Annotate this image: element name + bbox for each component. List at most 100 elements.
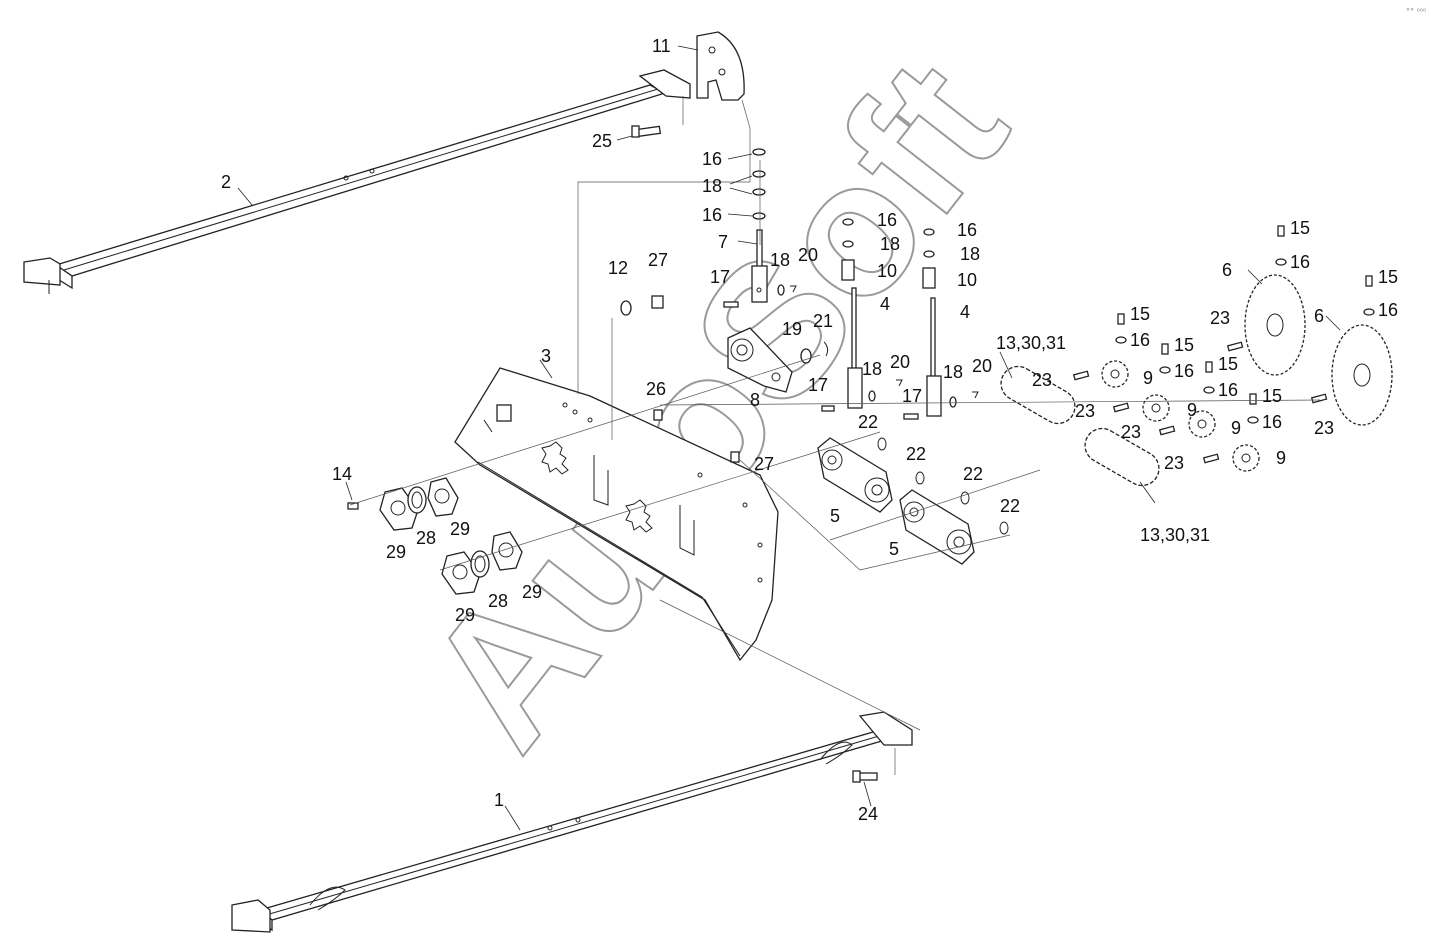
callout-6-right: 6 xyxy=(1314,306,1324,326)
callout-23-f: 23 xyxy=(1314,418,1334,438)
callout-28-upper: 28 xyxy=(416,528,436,548)
o-ring-part-22-c xyxy=(960,491,970,505)
callout-18-f: 18 xyxy=(943,362,963,382)
callout-15-a: 15 xyxy=(1290,218,1310,238)
callout-16-c: 16 xyxy=(877,210,897,230)
leader-lines xyxy=(237,45,1341,831)
callout-20-left: 20 xyxy=(798,245,818,265)
callout-22-a: 22 xyxy=(858,412,878,432)
callout-5-upper: 5 xyxy=(830,506,840,526)
callout-9-c: 9 xyxy=(1231,418,1241,438)
callout-22-c: 22 xyxy=(963,464,983,484)
chain-part-13-upper xyxy=(1000,365,1076,425)
callout-3: 3 xyxy=(541,346,551,366)
nut-part-19 xyxy=(800,348,812,364)
callout-15-f: 15 xyxy=(1262,386,1282,406)
large-sprocket-part-6-right xyxy=(1331,324,1393,426)
main-plate-part-3 xyxy=(454,367,779,662)
callout-6-left: 6 xyxy=(1222,260,1232,280)
callout-17-right: 17 xyxy=(902,386,922,406)
tensioner-plate-part-5-upper xyxy=(817,437,893,513)
callout-7: 7 xyxy=(718,232,728,252)
callout-10-left: 10 xyxy=(877,261,897,281)
callout-14: 14 xyxy=(332,464,352,484)
chain-part-13-lower xyxy=(1084,427,1160,487)
callout-22-b: 22 xyxy=(906,444,926,464)
callout-16-j: 16 xyxy=(1262,412,1282,432)
callout-24: 24 xyxy=(858,804,878,824)
callout-9-d: 9 xyxy=(1276,448,1286,468)
bolt-part-25 xyxy=(631,125,662,138)
o-ring-part-22-b xyxy=(915,471,925,485)
pin-part-17-upper xyxy=(723,301,739,308)
callout-1: 1 xyxy=(494,790,504,810)
bearing-housing-part-29-lower-right xyxy=(491,531,523,571)
callout-20-mid: 20 xyxy=(890,352,910,372)
callout-23-c: 23 xyxy=(1121,422,1141,442)
callout-25: 25 xyxy=(592,131,612,151)
callout-16-i: 16 xyxy=(1218,380,1238,400)
callout-labels: 1 2 3 4 4 5 5 6 6 7 8 9 9 9 9 10 10 11 1… xyxy=(221,36,1398,824)
nut-part-18-left xyxy=(777,284,785,296)
callout-17-upper: 17 xyxy=(710,267,730,287)
callout-16-g: 16 xyxy=(1130,330,1150,350)
callout-18-a: 18 xyxy=(702,176,722,196)
bolt-part-14 xyxy=(347,502,359,510)
callout-5-lower: 5 xyxy=(889,539,899,559)
callout-16-f: 16 xyxy=(1378,300,1398,320)
callout-4-right: 4 xyxy=(960,302,970,322)
bolts-washers-part-15-16 xyxy=(1115,225,1375,424)
callout-16-e: 16 xyxy=(1290,252,1310,272)
sprocket-part-9-b xyxy=(1142,394,1170,422)
sprocket-part-9-a xyxy=(1101,360,1129,388)
washers-part-16-18-mid xyxy=(842,218,935,258)
bearing-part-28-lower xyxy=(470,550,490,578)
callout-11: 11 xyxy=(652,36,671,56)
callout-21: 21 xyxy=(813,311,833,331)
sprocket-part-9-d xyxy=(1232,444,1260,472)
callout-29-d: 29 xyxy=(522,582,542,602)
callout-23-a: 23 xyxy=(1032,370,1052,390)
callout-29-b: 29 xyxy=(450,519,470,539)
callout-20-right: 20 xyxy=(972,356,992,376)
bushing-part-10-left xyxy=(841,259,855,281)
callout-15-d: 15 xyxy=(1174,335,1194,355)
lower-beam-part-1 xyxy=(231,711,913,933)
circlip-part-21 xyxy=(823,341,829,357)
large-sprocket-part-6-left xyxy=(1244,274,1306,376)
callout-23-b: 23 xyxy=(1075,401,1095,421)
washer-stack-part-16-18-left xyxy=(752,148,766,220)
callout-15-b: 15 xyxy=(1378,267,1398,287)
bushing-part-10-right xyxy=(922,267,936,289)
hinge-plate-part-11 xyxy=(696,31,745,101)
callout-26: 26 xyxy=(646,379,666,399)
o-ring-part-22-a xyxy=(877,437,887,451)
callout-18-b: 18 xyxy=(770,250,790,270)
callout-13-30-31-upper: 13,30,31 xyxy=(996,333,1066,353)
callout-18-e: 18 xyxy=(862,359,882,379)
callout-13-30-31-lower: 13,30,31 xyxy=(1140,525,1210,545)
callout-8: 8 xyxy=(750,390,760,410)
callout-23-e: 23 xyxy=(1210,308,1230,328)
callout-18-d: 18 xyxy=(960,244,980,264)
callout-27-lower: 27 xyxy=(754,454,774,474)
bolt-part-24 xyxy=(852,770,878,783)
callout-28-lower: 28 xyxy=(488,591,508,611)
callout-12: 12 xyxy=(608,258,628,278)
callout-16-b: 16 xyxy=(702,205,722,225)
callout-15-e: 15 xyxy=(1218,354,1238,374)
nut-part-27-lower xyxy=(730,451,740,463)
small-hardware-part-17-18-20 xyxy=(821,379,979,420)
callout-16-h: 16 xyxy=(1174,361,1194,381)
bracket-part-8 xyxy=(727,327,793,393)
callout-29-c: 29 xyxy=(455,605,475,625)
cotter-part-20-left xyxy=(790,285,797,293)
callout-27-upper: 27 xyxy=(648,250,668,270)
callout-22-d: 22 xyxy=(1000,496,1020,516)
o-ring-part-22-d xyxy=(999,521,1009,535)
callout-9-b: 9 xyxy=(1187,400,1197,420)
bearing-part-28-upper xyxy=(407,486,427,514)
callout-29-a: 29 xyxy=(386,542,406,562)
bearing-housing-part-29-upper-right xyxy=(427,477,459,517)
nut-part-27-upper xyxy=(651,295,664,309)
